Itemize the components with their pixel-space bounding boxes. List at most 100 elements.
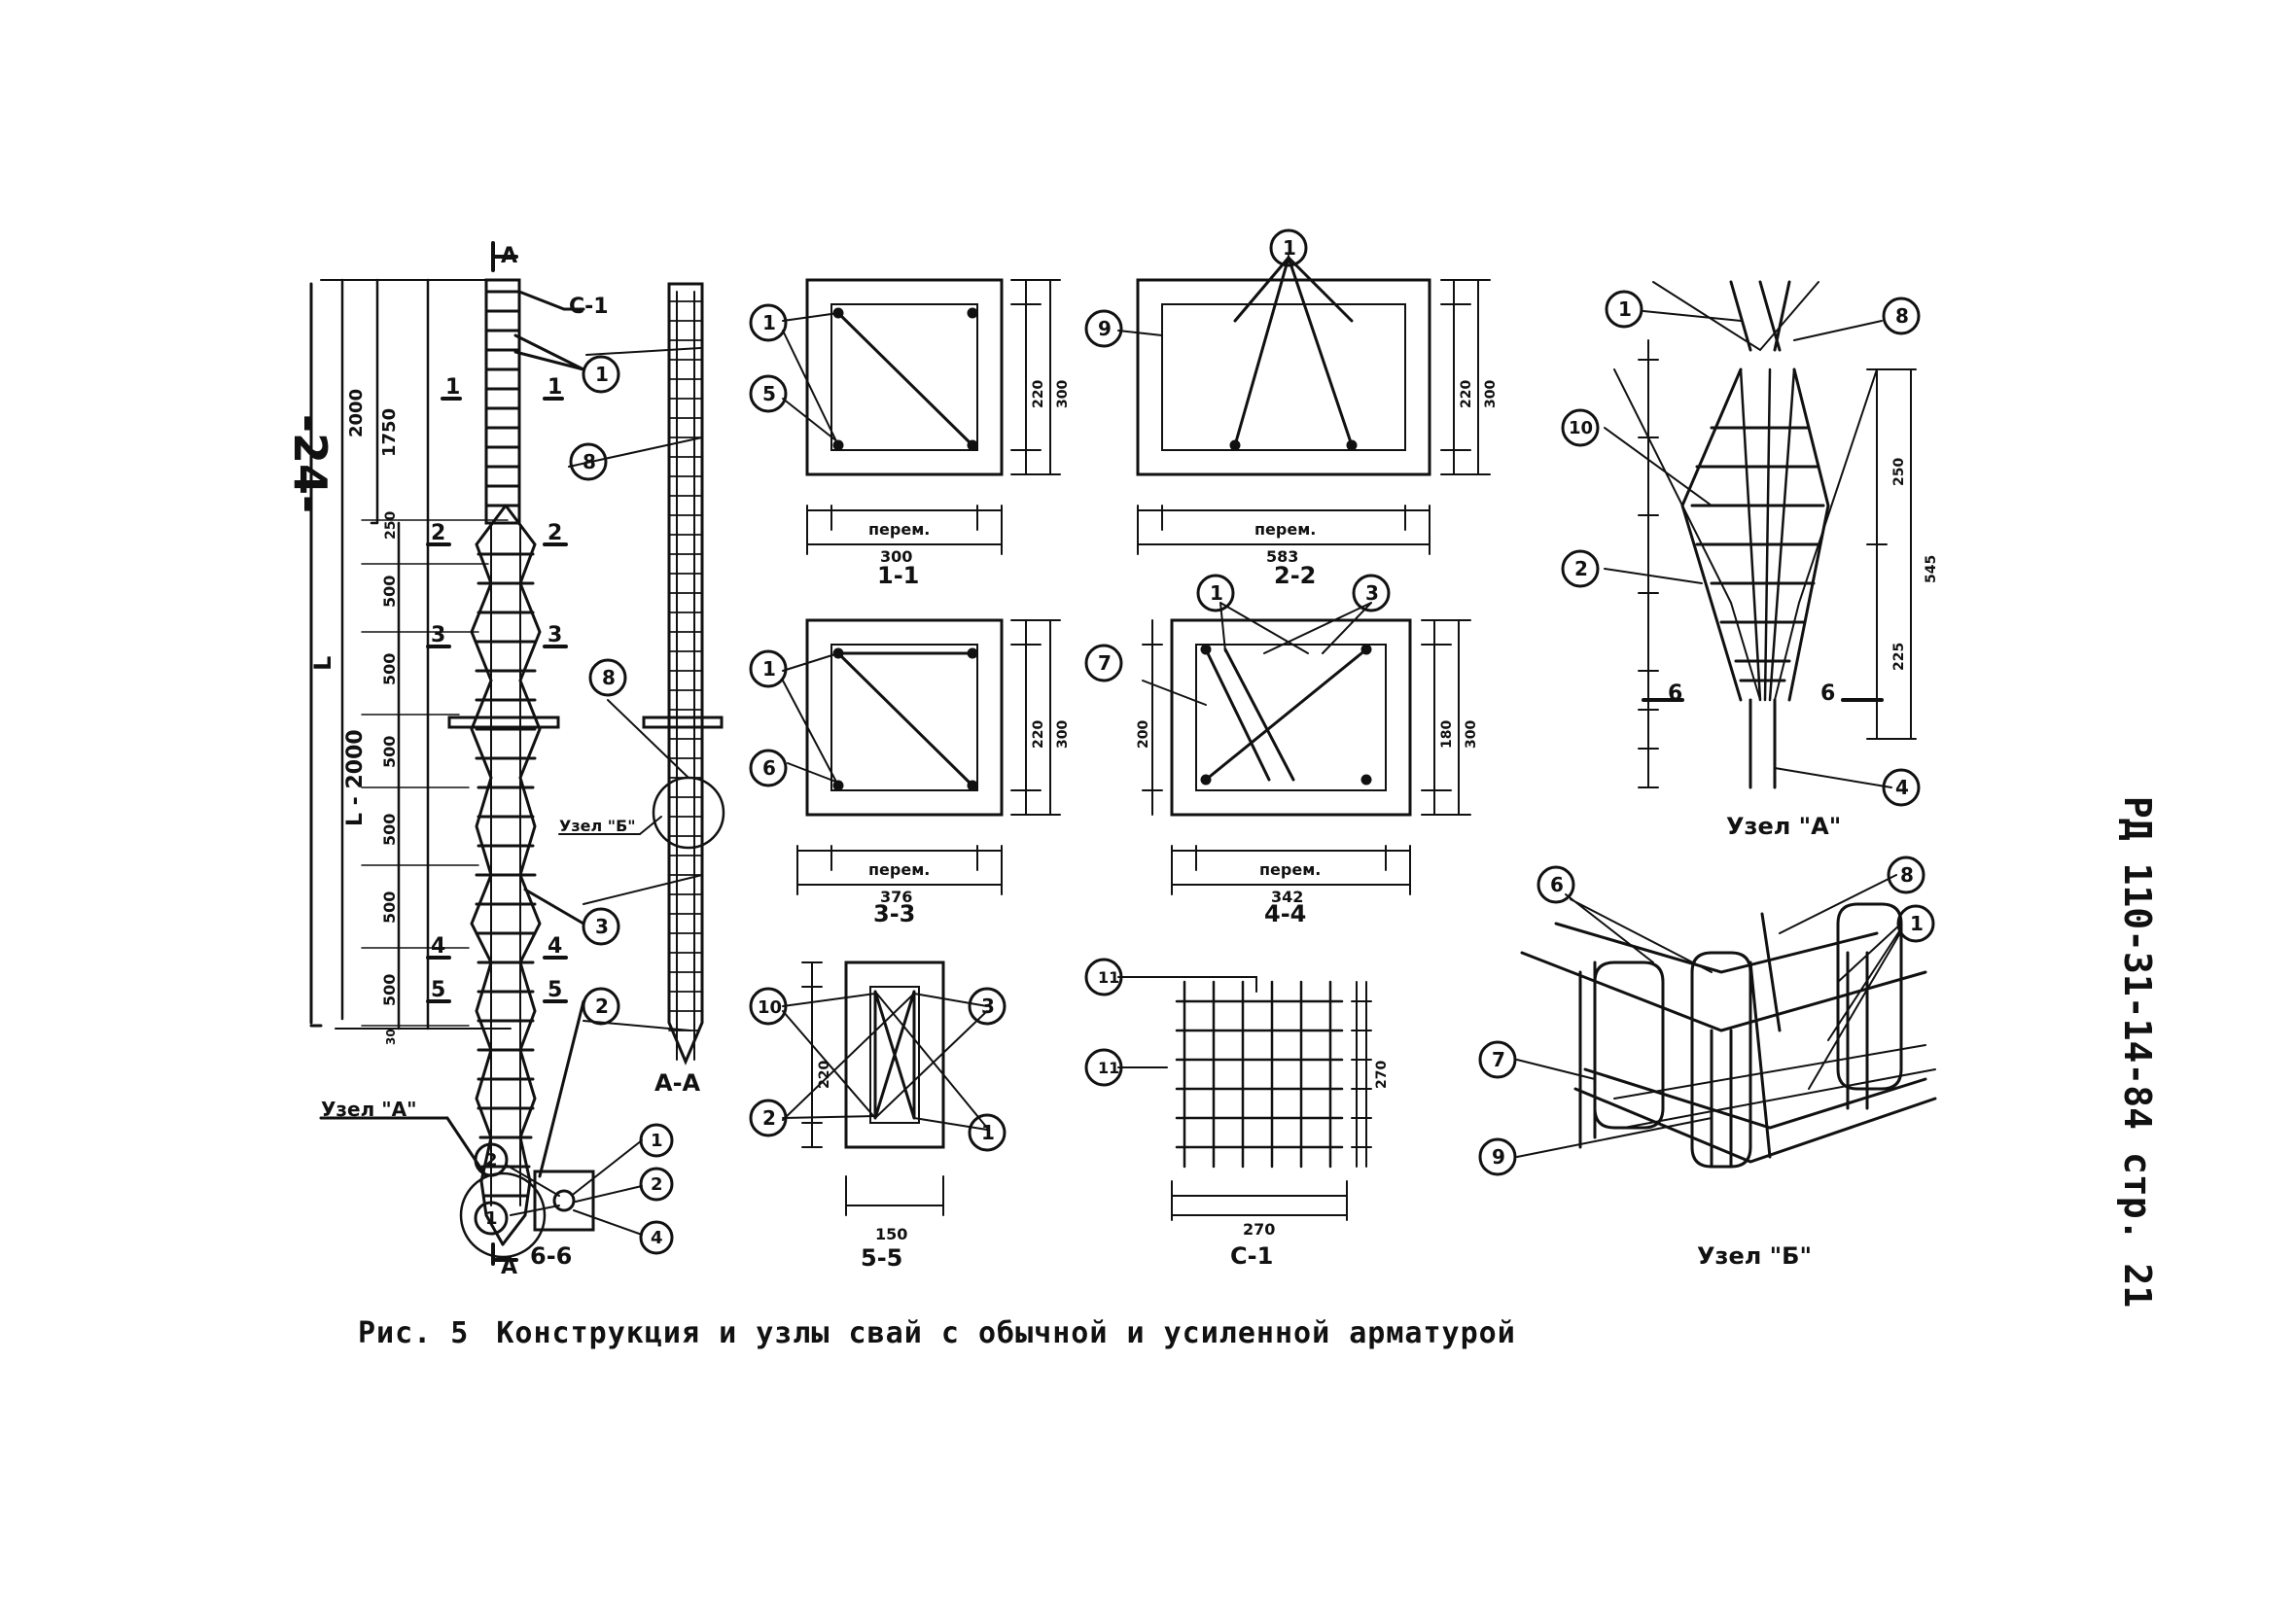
node-a-title: Узел "А" (1726, 813, 1841, 840)
section-1-1-title: 1-1 (877, 562, 919, 589)
figure-title: Конструкция и узлы свай с обычной и усил… (496, 1316, 1516, 1350)
dim-500-c: 500 (380, 736, 399, 768)
callout-node-a-8: 8 (1895, 304, 1909, 328)
node-a-dim-225: 225 (1891, 643, 1907, 671)
callout-1-1-1: 1 (762, 311, 776, 334)
callout-2-2-9: 9 (1098, 317, 1112, 340)
callout-5-5-1: 1 (981, 1121, 995, 1144)
pile-elevation (309, 241, 585, 1266)
section-5-5-dim-220: 220 (817, 1061, 832, 1089)
callout-1a: 1 (595, 363, 609, 386)
section-2-2-title: 2-2 (1274, 562, 1316, 589)
section-mark-a-bottom: А (501, 1255, 517, 1279)
dim-2000: 2000 (346, 389, 367, 437)
section-mark-3-left: 3 (431, 623, 445, 647)
section-mark-a-top: А (501, 244, 517, 268)
callout-node-a-4: 4 (1895, 776, 1909, 799)
callout-c1-11b: 11 (1098, 1059, 1119, 1077)
dim-500-f: 500 (380, 974, 399, 1006)
callout-6-6-1a: 1 (485, 1208, 498, 1229)
mesh-label-c1: С-1 (569, 295, 609, 319)
node-a-label: Узел "А" (321, 1098, 417, 1121)
dim-30: 30 (384, 1029, 398, 1045)
section-mark-5-left: 5 (431, 978, 445, 1002)
node-a-dim-545: 545 (1924, 555, 1939, 583)
section-2-2-dim-300: 300 (1483, 380, 1499, 408)
node-b-ref: Узел "Б" (559, 817, 636, 835)
node-a-dim-250: 250 (1891, 458, 1907, 486)
section-mark-4-left: 4 (431, 934, 445, 959)
section-2-2-width: 583 (1266, 547, 1298, 566)
section-6-6-title: 6-6 (530, 1242, 572, 1270)
dim-250: 250 (383, 511, 399, 540)
section-1-1 (782, 278, 1061, 555)
node-b (1516, 874, 1937, 1169)
node-a-mark-6-right: 6 (1820, 681, 1835, 706)
section-2-2-var: перем. (1254, 520, 1316, 539)
pile-profile-right (501, 504, 542, 1246)
section-3-3-dim-300: 300 (1055, 720, 1071, 749)
dim-500-d: 500 (380, 814, 399, 846)
section-1-1-width: 300 (880, 547, 912, 566)
section-4-4-dim-180: 180 (1439, 720, 1455, 749)
dim-500-b: 500 (380, 653, 399, 685)
section-mark-2-right: 2 (548, 521, 562, 545)
section-2-2 (1117, 252, 1491, 555)
callout-2: 2 (595, 995, 609, 1018)
callout-5-5-2: 2 (762, 1106, 776, 1130)
callout-4-4-1: 1 (1210, 581, 1223, 605)
callout-3-3-1: 1 (762, 657, 776, 681)
section-3-3 (782, 618, 1061, 895)
mesh-c1-height: 270 (1374, 1061, 1390, 1089)
section-3-3-var: перем. (868, 860, 930, 879)
callout-node-b-9: 9 (1492, 1145, 1505, 1169)
section-4-4-dim-300: 300 (1464, 720, 1479, 749)
section-mark-3-right: 3 (548, 623, 562, 647)
section-1-1-var: перем. (868, 520, 930, 539)
section-5-5 (782, 961, 988, 1216)
section-mark-1-left: 1 (445, 375, 460, 400)
section-3-3-dim-220: 220 (1031, 720, 1046, 749)
callout-node-b-1: 1 (1910, 912, 1924, 935)
callout-node-a-2: 2 (1574, 557, 1588, 580)
section-4-4-dim-200: 200 (1136, 720, 1151, 749)
section-aa-title: А-А (654, 1069, 701, 1097)
callout-2-2-1: 1 (1283, 236, 1296, 260)
section-5-5-dim-150: 150 (875, 1225, 907, 1243)
callout-bubbles (474, 228, 1935, 1255)
section-4-4-var: перем. (1259, 860, 1321, 879)
mesh-c1-title: С-1 (1230, 1242, 1273, 1270)
section-mark-4-right: 4 (548, 934, 562, 959)
node-a (1604, 280, 1917, 789)
section-2-2-dim-220: 220 (1459, 380, 1474, 408)
callout-node-b-7: 7 (1492, 1048, 1505, 1071)
callout-6-6-2a: 2 (485, 1150, 498, 1170)
callout-5-5-10: 10 (758, 997, 782, 1018)
section-1-1-dim-220: 220 (1031, 380, 1046, 408)
node-b-title: Узел "Б" (1697, 1242, 1812, 1270)
callout-4-4-3: 3 (1365, 581, 1379, 605)
dim-l-minus-2000: L - 2000 (343, 729, 368, 826)
section-aa (558, 282, 725, 1066)
section-3-3-title: 3-3 (873, 900, 915, 927)
callout-node-b-8: 8 (1900, 863, 1914, 887)
section-4-4-title: 4-4 (1264, 900, 1306, 927)
dim-500-a: 500 (380, 576, 399, 608)
dim-1750: 1750 (379, 408, 400, 457)
callout-8b: 8 (602, 666, 616, 689)
section-3-3-width: 376 (880, 888, 912, 906)
node-a-mark-6-left: 6 (1668, 681, 1682, 706)
dim-500-e: 500 (380, 891, 399, 924)
mesh-c1 (1117, 976, 1372, 1221)
section-4-4-width: 342 (1271, 888, 1303, 906)
mesh-c1-width: 270 (1243, 1220, 1275, 1239)
callout-c1-11a: 11 (1098, 968, 1119, 987)
callout-node-a-1: 1 (1618, 297, 1632, 321)
callout-node-a-10: 10 (1569, 418, 1593, 438)
section-4-4 (1142, 602, 1471, 895)
callout-4-4-7: 7 (1098, 651, 1112, 675)
callout-node-b-6: 6 (1550, 873, 1564, 896)
callout-5-5-3: 3 (981, 995, 995, 1018)
callout-8a: 8 (583, 450, 596, 473)
